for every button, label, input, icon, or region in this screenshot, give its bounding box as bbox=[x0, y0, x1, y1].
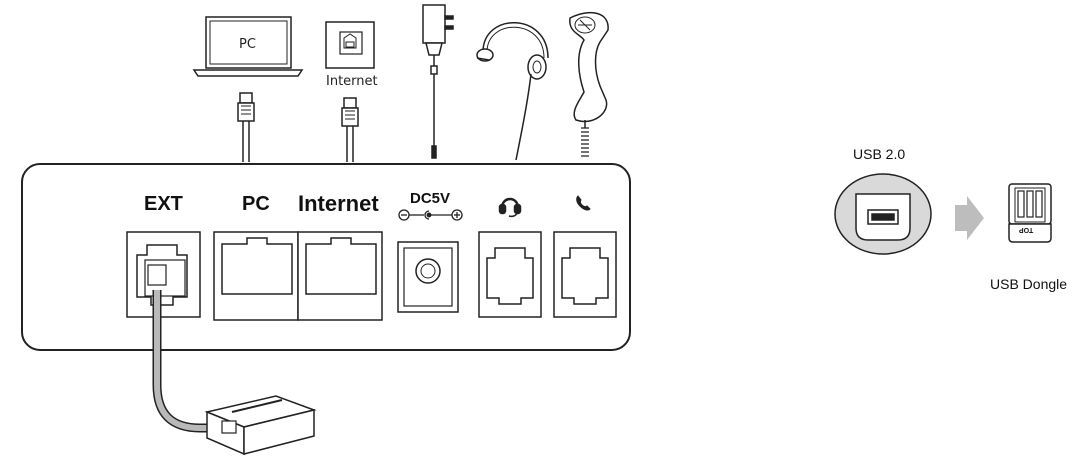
pc-port bbox=[213, 231, 299, 321]
power-adapter-icon bbox=[422, 4, 454, 159]
dongle-top-marking: TOP bbox=[1019, 226, 1034, 233]
internet-port bbox=[297, 231, 383, 321]
handset-device-icon bbox=[569, 11, 609, 157]
internet-device-label: Internet bbox=[326, 74, 378, 89]
wall-socket-icon bbox=[325, 21, 375, 69]
headset-device-icon bbox=[476, 22, 549, 161]
headset-port bbox=[478, 231, 542, 318]
headset-icon bbox=[498, 197, 522, 218]
pc-port-label: PC bbox=[242, 193, 270, 215]
usb-dongle-icon bbox=[1008, 183, 1052, 243]
power-port bbox=[397, 241, 459, 313]
ext-cable bbox=[152, 290, 222, 433]
usb-port bbox=[834, 173, 932, 255]
arrow-icon bbox=[955, 196, 984, 240]
laptop-icon bbox=[192, 16, 304, 77]
internet-port-label: Internet bbox=[298, 191, 379, 216]
usb-port-label: USB 2.0 bbox=[853, 146, 906, 162]
internet-cable-plug bbox=[341, 97, 359, 162]
power-port-label: DC5V bbox=[410, 190, 451, 207]
polarity-symbol bbox=[398, 209, 463, 221]
handset-port bbox=[553, 231, 617, 318]
usb-dongle-label: USB Dongle bbox=[990, 276, 1068, 292]
handset-icon bbox=[576, 195, 591, 211]
expansion-module-icon bbox=[204, 395, 317, 456]
ext-port bbox=[126, 231, 201, 318]
laptop-screen-label: PC bbox=[239, 37, 256, 52]
pc-cable-plug bbox=[237, 92, 255, 162]
ext-port-label: EXT bbox=[144, 193, 183, 215]
